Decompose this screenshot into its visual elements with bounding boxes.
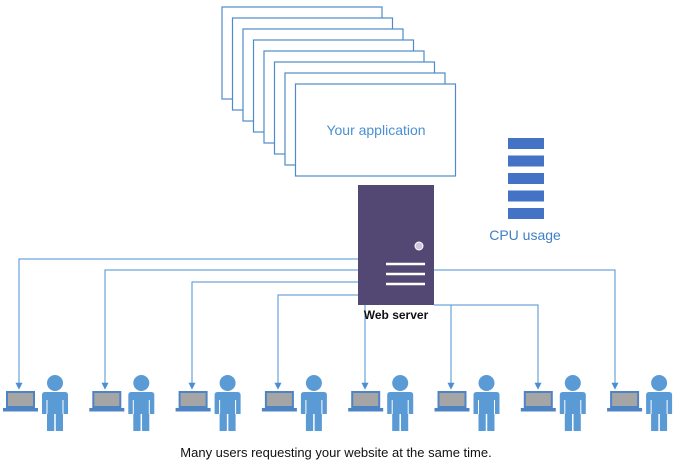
server-to-user-connector [101,269,358,390]
cpu-usage-bar [508,190,544,202]
web-server-label: Web server [363,308,429,322]
laptop-icon [348,391,384,412]
laptop-icon [3,391,38,412]
laptop-icon [607,391,643,412]
server-to-user-connector [434,269,619,390]
laptop-icon [175,391,211,412]
server-power-light [414,241,424,251]
application-label: Your application [326,122,426,138]
user-workstation [348,375,414,431]
server-to-user-connector [15,258,358,390]
laptop-icon [520,391,556,412]
person-icon [128,375,155,431]
connector-lines [15,258,619,390]
user-workstation [261,375,327,431]
person-icon [387,375,414,431]
users-row [3,375,673,431]
person-icon [214,375,241,431]
person-icon [646,375,673,431]
person-icon [300,375,327,431]
cpu-usage-label: CPU usage [489,227,561,243]
application-window-front [294,83,457,177]
user-workstation [520,375,586,431]
person-icon [559,375,586,431]
application-stack [221,6,457,177]
laptop-icon [261,391,297,412]
cpu-usage-bar [508,138,544,149]
cpu-usage-bar [508,155,544,167]
cpu-usage-bar [508,208,544,219]
person-icon [42,375,68,431]
server-to-user-connector [188,281,358,390]
cpu-usage-bars [508,138,544,219]
user-workstation [607,375,673,431]
diagram-caption: Many users requesting your website at th… [180,445,492,460]
laptop-icon [434,391,470,412]
web-server [358,185,434,305]
server-to-user-connector [434,304,542,390]
person-icon [473,375,500,431]
user-workstation [3,375,68,431]
laptop-icon [89,391,125,412]
server-to-user-connector [274,294,365,390]
user-workstation [434,375,500,431]
user-workstation [175,375,241,431]
cpu-usage-bar [508,173,544,184]
user-workstation [89,375,155,431]
